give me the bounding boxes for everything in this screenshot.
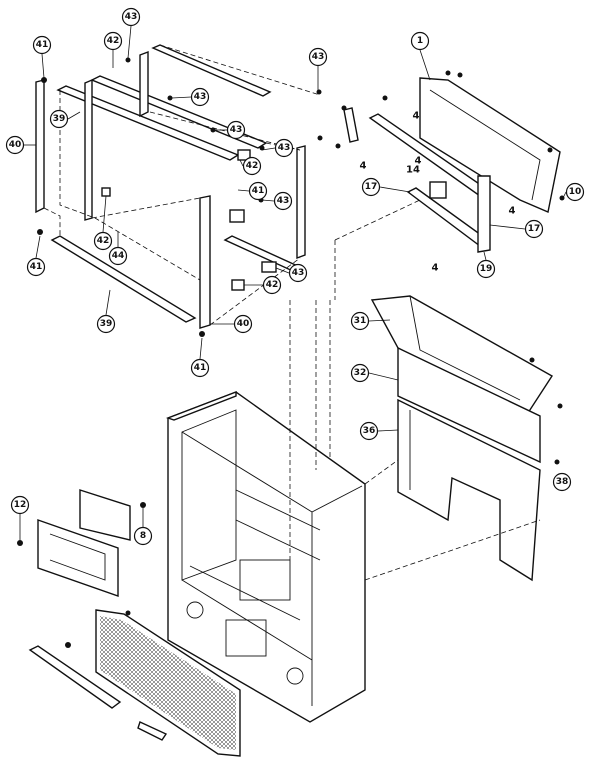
callout-8: 8 (133, 508, 153, 546)
callout-12: 12 (10, 495, 30, 540)
callout-label: 31 (354, 316, 367, 326)
main-cabinet (165, 300, 541, 723)
callout-label: 12 (14, 500, 27, 510)
part-label-4: 4 (432, 263, 439, 274)
callout-label: 32 (354, 368, 367, 378)
part-label-4: 4 (509, 206, 516, 217)
callout-label: 43 (194, 92, 207, 102)
callout-39: 39 (49, 109, 81, 129)
callout-41: 41 (237, 181, 268, 201)
callout-label: 42 (246, 161, 259, 171)
callout-43: 43 (171, 87, 210, 107)
callout-40: 40 (5, 135, 36, 155)
callout-43: 43 (308, 47, 328, 90)
callout-label: 44 (112, 251, 125, 261)
speaker-grille-assembly (17, 489, 241, 757)
callout-43: 43 (121, 7, 141, 59)
callout-label: 17 (528, 224, 541, 234)
rear-panels (370, 295, 563, 582)
callout-19: 19 (476, 251, 496, 279)
callout-42: 42 (239, 156, 262, 176)
callout-label: 1 (417, 36, 423, 46)
callout-42: 42 (103, 31, 123, 68)
callout-38: 38 (552, 472, 572, 492)
callout-label: 43 (125, 12, 138, 22)
callout-43: 43 (215, 120, 246, 140)
callout-label: 43 (277, 196, 290, 206)
callout-label: 43 (230, 125, 243, 135)
callout-label: 41 (36, 40, 49, 50)
callout-label: 43 (292, 268, 305, 278)
frame-assembly (35, 44, 323, 337)
callout-36: 36 (359, 421, 399, 441)
callout-label: 19 (480, 264, 493, 274)
callout-42: 42 (244, 275, 282, 295)
callout-label: 41 (252, 186, 265, 196)
part-label-4: 4 (360, 161, 367, 172)
callout-43: 43 (261, 138, 294, 158)
callout-label: 41 (30, 262, 43, 272)
callout-41: 41 (26, 235, 46, 277)
callout-31: 31 (350, 311, 391, 331)
callout-label: 39 (100, 319, 113, 329)
callout-17: 17 (361, 177, 411, 197)
callout-44: 44 (108, 232, 128, 266)
callout-1: 1 (410, 31, 431, 81)
callout-label: 43 (278, 143, 291, 153)
part-label-4: 4 (413, 111, 420, 122)
callout-label: 41 (194, 363, 207, 373)
callout-label: 36 (363, 426, 376, 436)
callout-label: 40 (9, 140, 22, 150)
callout-label: 42 (97, 236, 110, 246)
part-label-4: 4 (415, 156, 422, 167)
callout-43: 43 (275, 263, 308, 283)
callout-label: 39 (53, 114, 66, 124)
callout-43: 43 (261, 191, 293, 211)
callout-label: 10 (569, 187, 582, 197)
callout-41: 41 (190, 337, 210, 378)
callout-label: 43 (312, 52, 325, 62)
callout-41: 41 (32, 35, 52, 79)
callout-40: 40 (210, 314, 253, 334)
callout-10: 10 (562, 182, 585, 202)
callout-label: 42 (107, 36, 120, 46)
callout-39: 39 (96, 289, 116, 334)
mounting-panel-assembly (334, 70, 565, 300)
callout-label: 8 (140, 531, 146, 541)
callout-label: 40 (237, 319, 250, 329)
callout-17: 17 (489, 219, 544, 239)
callout-32: 32 (350, 363, 399, 383)
callout-label: 42 (266, 280, 279, 290)
callout-label: 38 (556, 477, 569, 487)
callout-label: 17 (365, 182, 378, 192)
callout-42: 42 (93, 195, 113, 251)
part-label-14: 14 (406, 165, 420, 176)
